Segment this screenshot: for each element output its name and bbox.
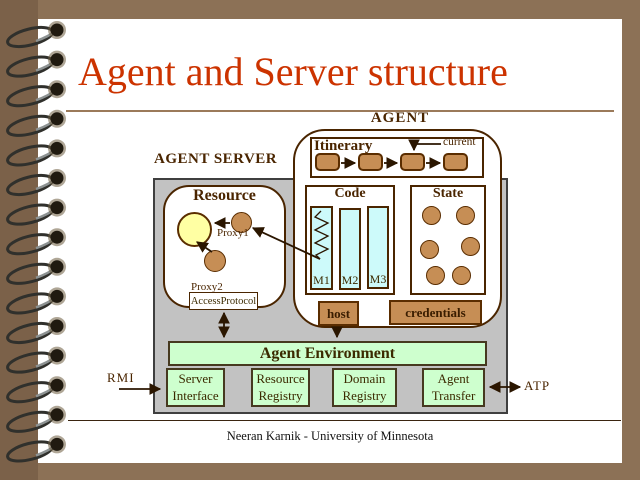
credentials-box: credentials bbox=[389, 300, 482, 325]
agent-environment-bar: Agent Environment bbox=[168, 341, 487, 366]
state-object-circle bbox=[461, 237, 480, 256]
component-domain-registry: Domain Registry bbox=[332, 368, 397, 407]
resource-object-circle bbox=[177, 212, 212, 247]
atp-label: ATP bbox=[524, 378, 551, 393]
state-label: State bbox=[432, 186, 464, 201]
component-label-line: Domain bbox=[343, 370, 386, 386]
rmi-label: RMI bbox=[107, 370, 135, 385]
component-label-line: Resource bbox=[256, 370, 305, 386]
proxy1-label: Proxy1 bbox=[217, 227, 249, 239]
code-module-m3: M3 bbox=[367, 206, 389, 289]
component-resource-registry: Resource Registry bbox=[251, 368, 310, 407]
module-label: M1 bbox=[313, 273, 330, 287]
component-label-line: Registry bbox=[342, 387, 387, 403]
agent-label: AGENT bbox=[370, 110, 430, 126]
state-object-circle bbox=[456, 206, 475, 225]
module-label: M2 bbox=[341, 273, 359, 287]
current-label: current bbox=[443, 136, 476, 148]
itinerary-label: Itinerary bbox=[314, 138, 373, 154]
state-object-circle bbox=[420, 240, 439, 259]
footer-divider bbox=[68, 420, 621, 421]
itinerary-stop bbox=[400, 153, 425, 171]
resource-label: Resource bbox=[193, 187, 256, 204]
slide-title: Agent and Server structure bbox=[78, 49, 508, 94]
proxy1-circle bbox=[231, 212, 252, 233]
component-server-interface: Server Interface bbox=[166, 368, 225, 407]
proxy2-circle bbox=[204, 250, 226, 272]
itinerary-stop bbox=[443, 153, 468, 171]
component-label-line: Agent bbox=[437, 370, 470, 386]
itinerary-stop bbox=[358, 153, 383, 171]
component-label-line: Interface bbox=[172, 387, 219, 403]
component-label-line: Transfer bbox=[431, 387, 476, 403]
footer-credit: Neeran Karnik - University of Minnesota bbox=[226, 429, 434, 443]
host-box: host bbox=[318, 301, 359, 326]
agent-server-label: AGENT SERVER bbox=[154, 151, 278, 167]
itinerary-stop bbox=[315, 153, 340, 171]
code-module-m1: M1 bbox=[310, 206, 333, 290]
module-label: M3 bbox=[369, 272, 387, 286]
proxy2-label: Proxy2 bbox=[191, 281, 223, 293]
access-protocol-box: AccessProtocol bbox=[189, 292, 258, 310]
component-label-line: Server bbox=[178, 370, 213, 386]
component-agent-transfer: Agent Transfer bbox=[422, 368, 485, 407]
state-object-circle bbox=[422, 206, 441, 225]
title-divider bbox=[66, 110, 614, 112]
component-label-line: Registry bbox=[258, 387, 303, 403]
code-label: Code bbox=[334, 186, 366, 201]
state-object-circle bbox=[426, 266, 445, 285]
state-object-circle bbox=[452, 266, 471, 285]
binder-strip bbox=[0, 0, 38, 480]
code-module-m2: M2 bbox=[339, 208, 361, 290]
